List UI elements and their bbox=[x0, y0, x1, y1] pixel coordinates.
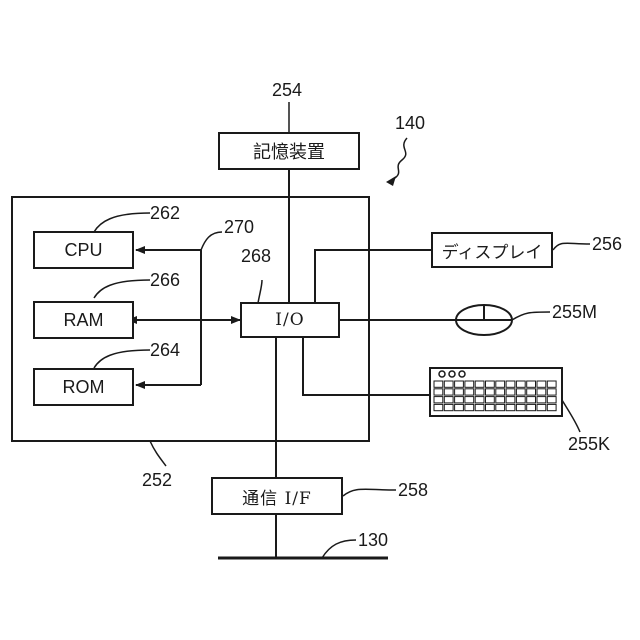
comm-if-box: 通信 I/F bbox=[211, 477, 343, 515]
io-label: I/O bbox=[275, 310, 304, 330]
ref-130: 130 bbox=[358, 530, 388, 550]
ref-264: 264 bbox=[150, 340, 180, 360]
ref-140: 140 bbox=[395, 113, 425, 133]
ref-252: 252 bbox=[142, 470, 172, 490]
mouse-icon bbox=[456, 305, 512, 335]
leader-258 bbox=[343, 489, 396, 496]
ref-255k: 255K bbox=[568, 434, 610, 454]
leader-270 bbox=[201, 232, 222, 250]
leader-256 bbox=[553, 243, 590, 250]
io-keyboard-line bbox=[303, 337, 430, 395]
leader-255m bbox=[512, 312, 550, 320]
ram-label: RAM bbox=[64, 310, 104, 330]
io-display-line bbox=[315, 250, 432, 303]
leader-266 bbox=[94, 280, 150, 298]
storage-device-label: 記憶装置 bbox=[253, 138, 325, 164]
leader-130 bbox=[322, 540, 356, 558]
leader-255k bbox=[562, 400, 580, 432]
leader-140 bbox=[392, 138, 407, 180]
leader-252 bbox=[150, 441, 166, 466]
comm-if-label: 通信 I/F bbox=[242, 484, 312, 509]
storage-device-box: 記憶装置 bbox=[218, 132, 360, 170]
ram-box: RAM bbox=[33, 301, 134, 339]
ref-262: 262 bbox=[150, 203, 180, 223]
rom-label: ROM bbox=[63, 377, 105, 397]
ref-270: 270 bbox=[224, 217, 254, 237]
leader-268 bbox=[258, 280, 262, 303]
cpu-box: CPU bbox=[33, 231, 134, 269]
ref-256: 256 bbox=[592, 234, 622, 254]
ref-268: 268 bbox=[241, 246, 271, 266]
display-box: ディスプレイ bbox=[431, 232, 553, 268]
ref-254: 254 bbox=[272, 80, 302, 100]
display-label: ディスプレイ bbox=[442, 238, 543, 263]
ref-266: 266 bbox=[150, 270, 180, 290]
io-box: I/O bbox=[240, 302, 340, 338]
leader-264 bbox=[94, 350, 150, 368]
rom-box: ROM bbox=[33, 368, 134, 406]
keyboard-icon bbox=[430, 368, 562, 416]
ref-258: 258 bbox=[398, 480, 428, 500]
leader-262 bbox=[94, 213, 150, 232]
cpu-label: CPU bbox=[64, 240, 102, 260]
ref-255m: 255M bbox=[552, 302, 597, 322]
